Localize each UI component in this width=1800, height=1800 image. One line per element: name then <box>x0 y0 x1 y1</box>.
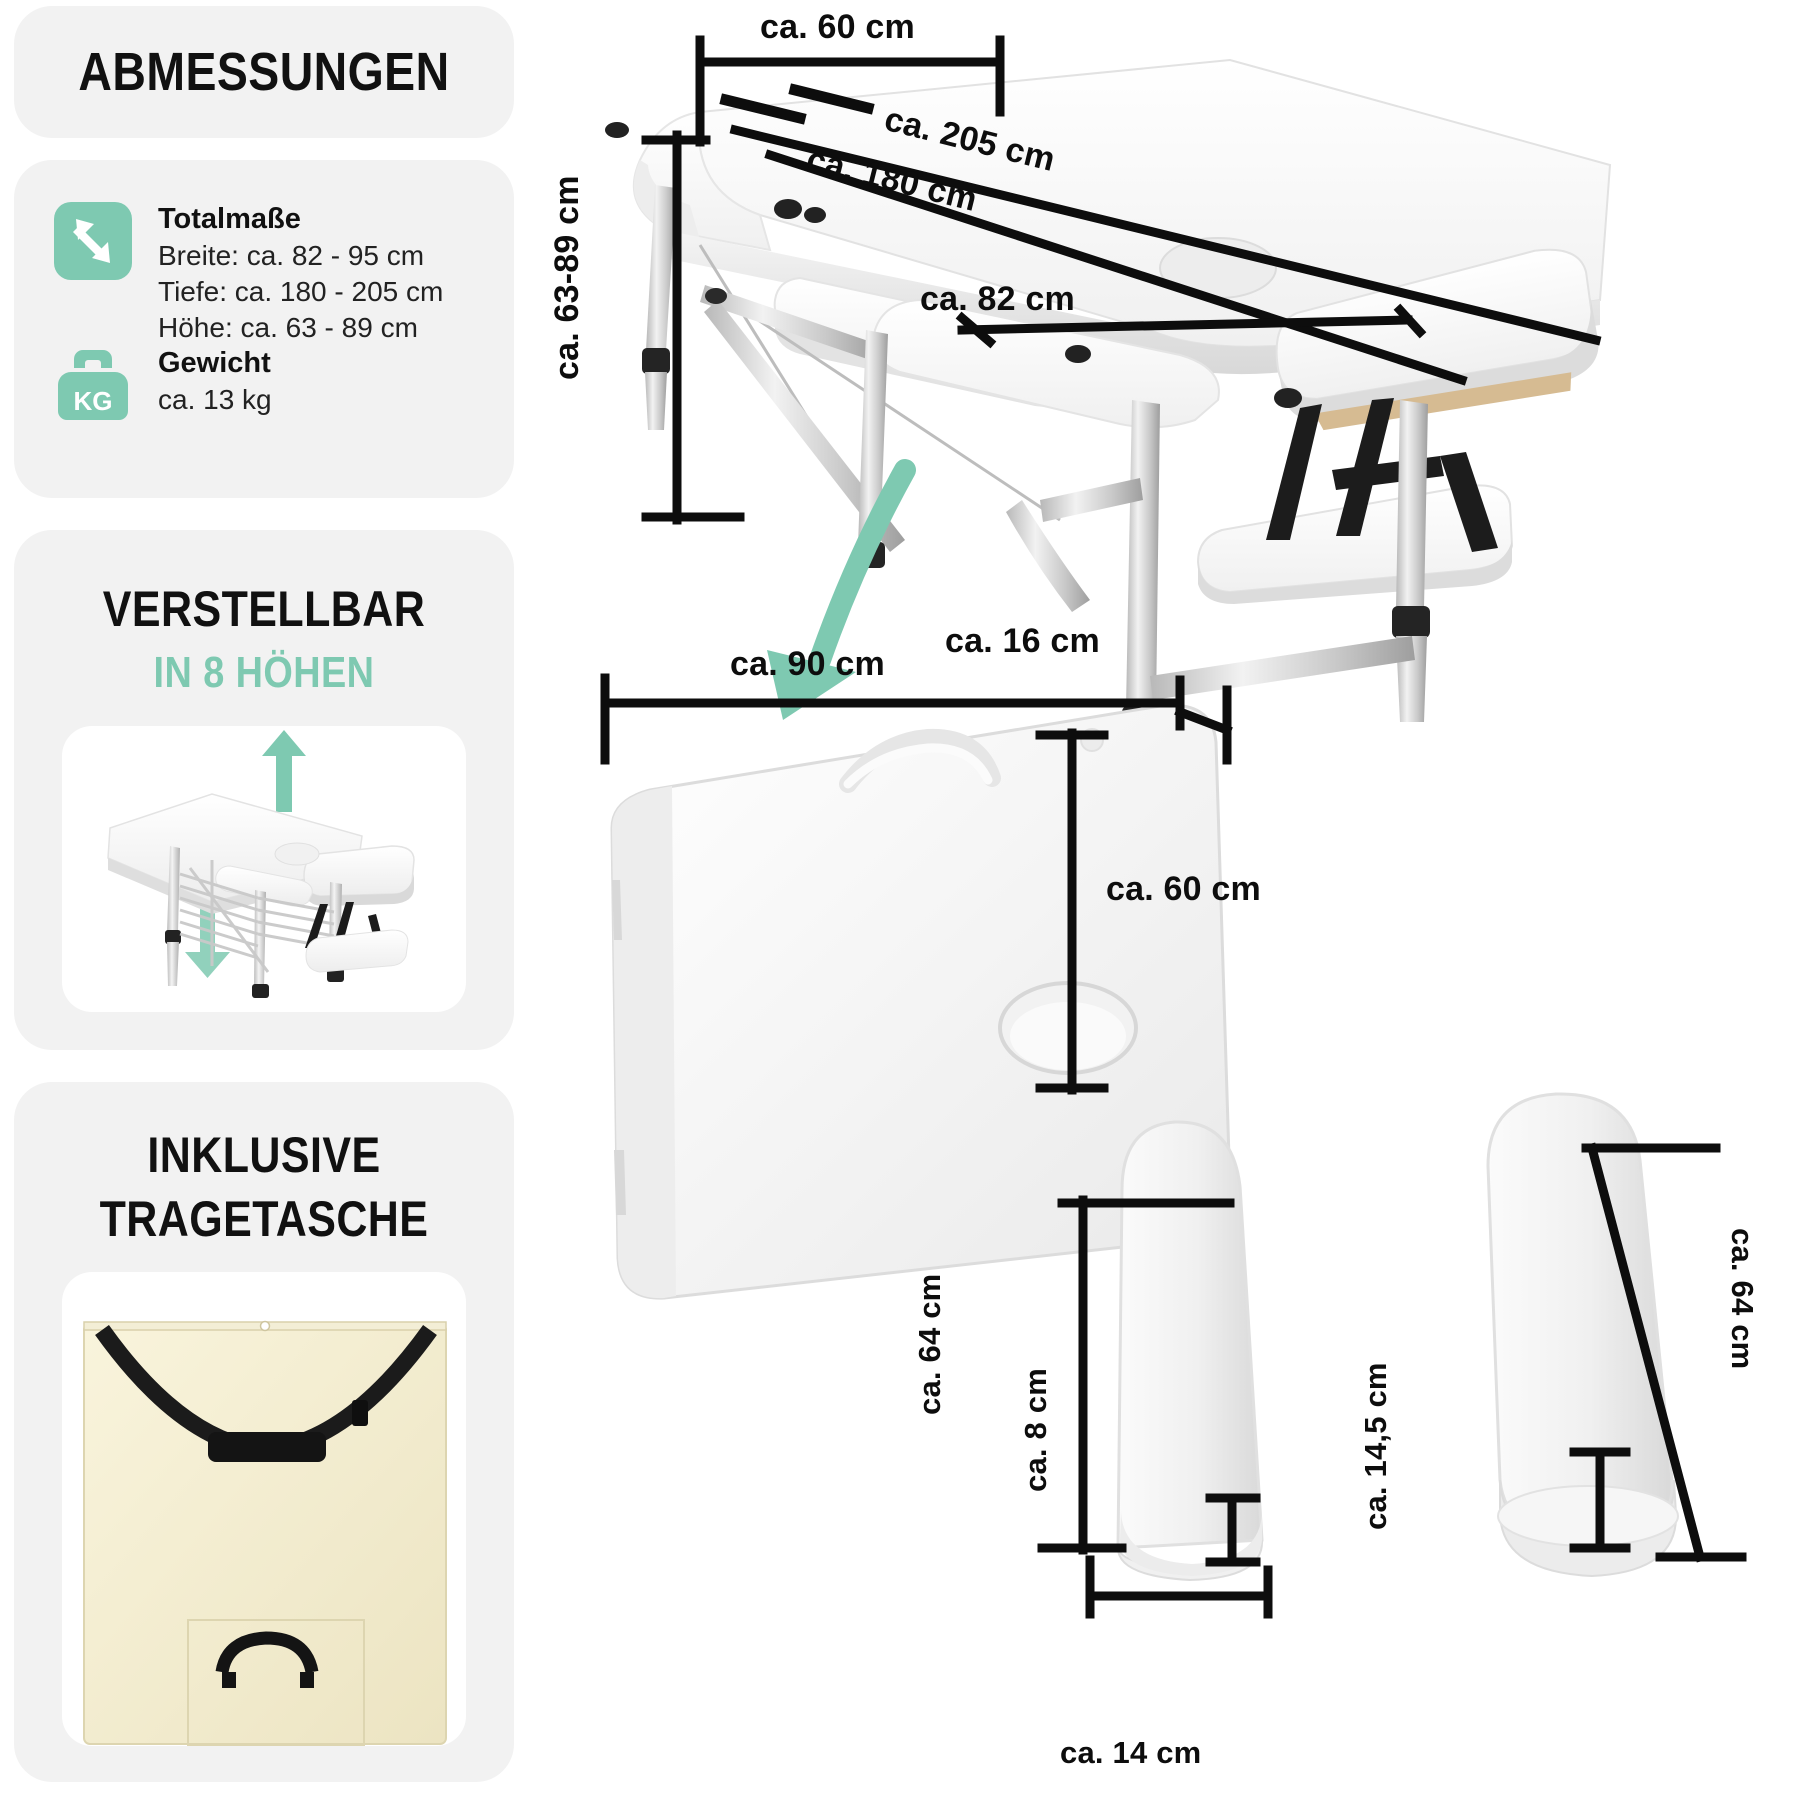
label-bolster-left-width: ca. 14 cm <box>1060 1735 1202 1770</box>
left-bolster-measure-rules <box>1037 1195 1273 1619</box>
spec-weight-line-0: ca. 13 kg <box>158 384 272 416</box>
label-case-width: ca. 90 cm <box>730 645 885 683</box>
carrying-bag-photo <box>83 1320 447 1746</box>
label-table-height: ca. 63-89 cm <box>548 175 586 380</box>
label-table-bed-width: ca. 82 cm <box>920 280 1075 318</box>
label-bolster-right-length: ca. 64 cm <box>1725 1228 1760 1370</box>
arrow-up-icon <box>262 730 306 812</box>
adjustable-title-line1: VERSTELLBAR <box>102 581 426 637</box>
bag-photo-card <box>62 1272 466 1746</box>
kg-icon-text: KG <box>74 386 113 416</box>
label-bolster-right-diameter: ca. 14,5 cm <box>1358 1362 1393 1530</box>
half-round-bolster-illustration <box>1116 1120 1264 1582</box>
kg-weight-icon: KG <box>54 346 132 424</box>
right-bolster-measure-rules <box>1569 1142 1747 1563</box>
open-table-illustration <box>605 58 1612 828</box>
bag-title-line1: INKLUSIVE <box>147 1127 381 1183</box>
spec-total-line-0: Breite: ca. 82 - 95 cm <box>158 240 425 272</box>
spec-total-label: Totalmaße <box>158 203 301 235</box>
adjustable-title-line2: IN 8 HÖHEN <box>153 648 375 697</box>
page-title: ABMESSUNGEN <box>78 42 450 102</box>
round-bolster-illustration <box>1486 1092 1679 1578</box>
spec-total-line-2: Höhe: ca. 63 - 89 cm <box>158 311 418 343</box>
massage-table-height-adjust-photo <box>107 730 415 998</box>
open-table-measure-rules <box>641 35 1602 525</box>
spec-weight-text: Gewicht ca. 13 kg <box>158 346 272 418</box>
panel-carrying-bag: INKLUSIVE TRAGETASCHE <box>14 1082 514 1782</box>
panel-adjustable: VERSTELLBAR IN 8 HÖHEN <box>14 530 514 1050</box>
spec-total-dimensions: Totalmaße Breite: ca. 82 - 95 cm Tiefe: … <box>54 202 443 346</box>
folded-case-illustration <box>610 703 1232 1300</box>
diagonal-arrows-icon <box>54 202 132 280</box>
label-case-height: ca. 60 cm <box>1106 870 1261 908</box>
spec-weight-label: Gewicht <box>158 347 271 379</box>
spec-total-text: Totalmaße Breite: ca. 82 - 95 cm Tiefe: … <box>158 202 443 346</box>
panel-dimensions-header: ABMESSUNGEN <box>14 6 514 138</box>
panel-specs: Totalmaße Breite: ca. 82 - 95 cm Tiefe: … <box>14 160 514 498</box>
adjustable-photo-card <box>62 726 466 1012</box>
label-table-width-top: ca. 60 cm <box>760 8 915 46</box>
label-bolster-left-length: ca. 64 cm <box>912 1273 947 1415</box>
spec-total-line-1: Tiefe: ca. 180 - 205 cm <box>158 276 444 308</box>
label-bolster-left-height: ca. 8 cm <box>1018 1368 1053 1492</box>
label-case-thickness: ca. 16 cm <box>945 622 1100 660</box>
bag-title-line2: TRAGETASCHE <box>99 1191 429 1247</box>
spec-weight: KG Gewicht ca. 13 kg <box>54 346 272 424</box>
